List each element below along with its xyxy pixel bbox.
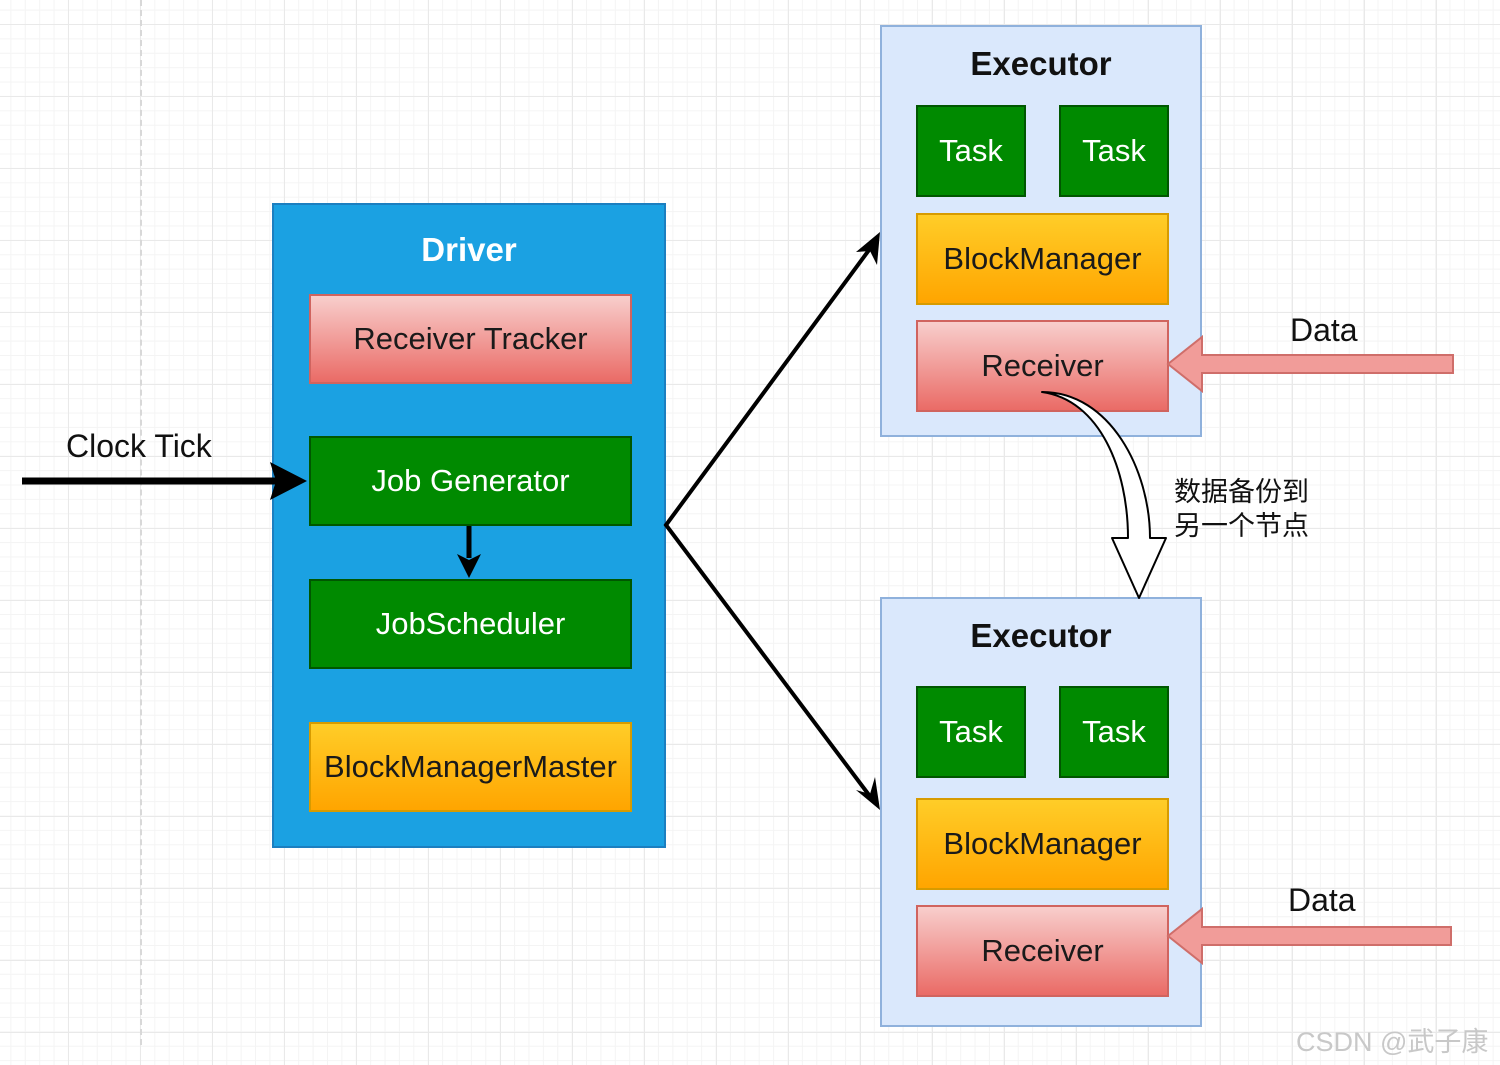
data-label-2: Data [1288,882,1356,918]
block-manager-master-node: BlockManagerMaster [309,722,632,812]
task-node-2b: Task [1059,686,1169,778]
backup-label-line-1: 数据备份到 [1174,477,1309,508]
receiver-node-2: Receiver [916,905,1169,997]
executor-container-1: Executor Task Task BlockManager Receiver [880,25,1202,437]
block-manager-node-2: BlockManager [916,798,1169,890]
receiver-tracker-node: Receiver Tracker [309,294,632,384]
driver-container: Driver Receiver Tracker Job Generator Jo… [272,203,666,848]
driver-title: Driver [421,231,517,268]
task-node-1a: Task [916,105,1026,197]
clock-tick-arrow [22,462,307,500]
block-manager-node-1: BlockManager [916,213,1169,305]
backup-label-line-2: 另一个节点 [1174,511,1309,542]
task-node-2a: Task [916,686,1026,778]
job-scheduler-node: JobScheduler [309,579,632,669]
receiver-node-1: Receiver [916,320,1169,412]
executor-title-2: Executor [970,617,1112,654]
job-generator-node: Job Generator [309,436,632,526]
guide-line [140,0,142,1045]
task-node-1b: Task [1059,105,1169,197]
data-label-1: Data [1290,312,1358,348]
driver-to-executor-arrows [663,232,880,810]
executor-container-2: Executor Task Task BlockManager Receiver [880,597,1202,1027]
clock-tick-label: Clock Tick [66,428,212,464]
executor-title-1: Executor [970,45,1112,82]
watermark: CSDN @武子康 [1296,1027,1489,1057]
